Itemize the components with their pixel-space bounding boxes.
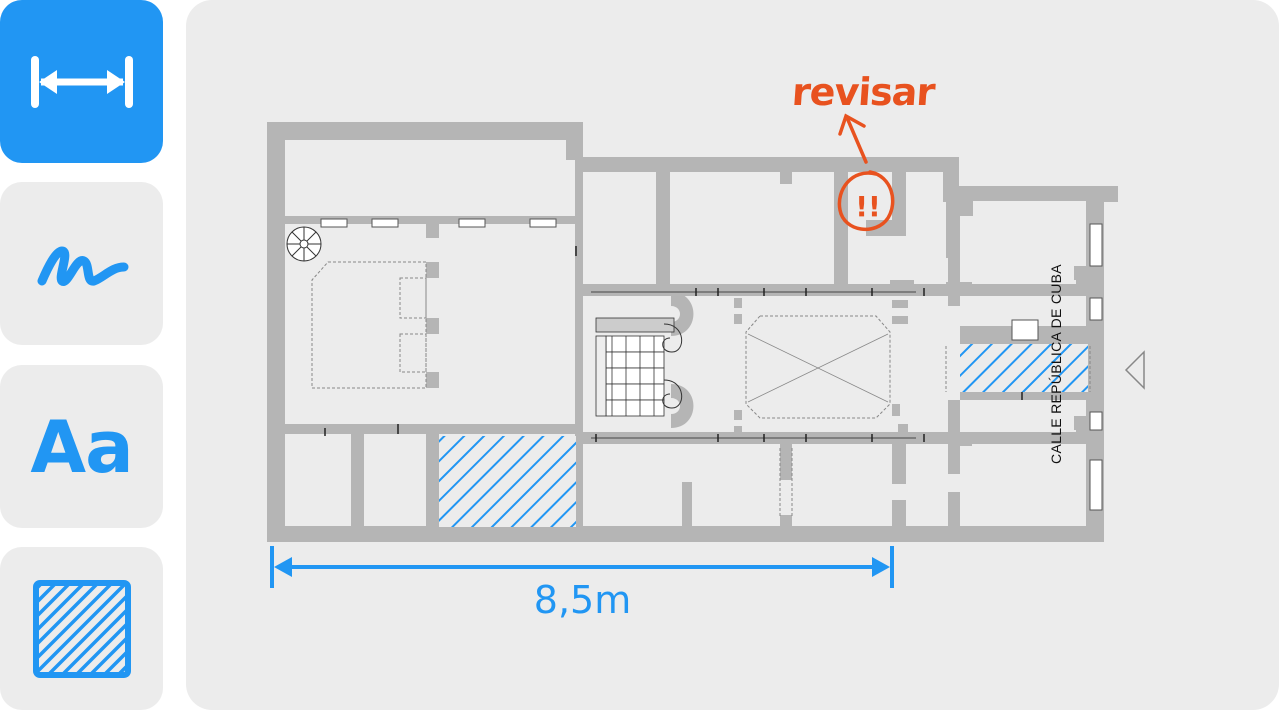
hatch-tool-button[interactable] [0,547,163,710]
annotation-exclamation: !! [855,190,881,223]
spiral-stair [286,226,322,262]
hatched-area-bottom-left [439,436,576,527]
freehand-tool-button[interactable] [0,182,163,345]
annotation-mark [837,113,895,232]
walls [267,122,1118,542]
freehand-squiggle-icon [37,246,128,286]
text-tool-button[interactable]: Aa [0,365,163,528]
text-aa-icon: Aa [30,404,133,489]
dimension-line [270,546,894,588]
hatch-fill-icon [32,579,131,678]
street-direction-icon [1124,350,1145,390]
street-label: CALLE REPÚBLICA DE CUBA [1048,264,1064,464]
annotation-label[interactable]: revisar [790,70,936,114]
dimension-arrow-icon [30,55,133,108]
dimension-tool-button[interactable] [0,0,163,163]
floor-plan: !! [267,113,1145,588]
drawing-canvas[interactable]: !! 8,5m revisar CALLE REPÚBLICA DE CUBA [186,0,1279,710]
hatched-area-right [960,344,1088,392]
dimension-label[interactable]: 8,5m [533,578,632,622]
central-stair [595,292,694,428]
